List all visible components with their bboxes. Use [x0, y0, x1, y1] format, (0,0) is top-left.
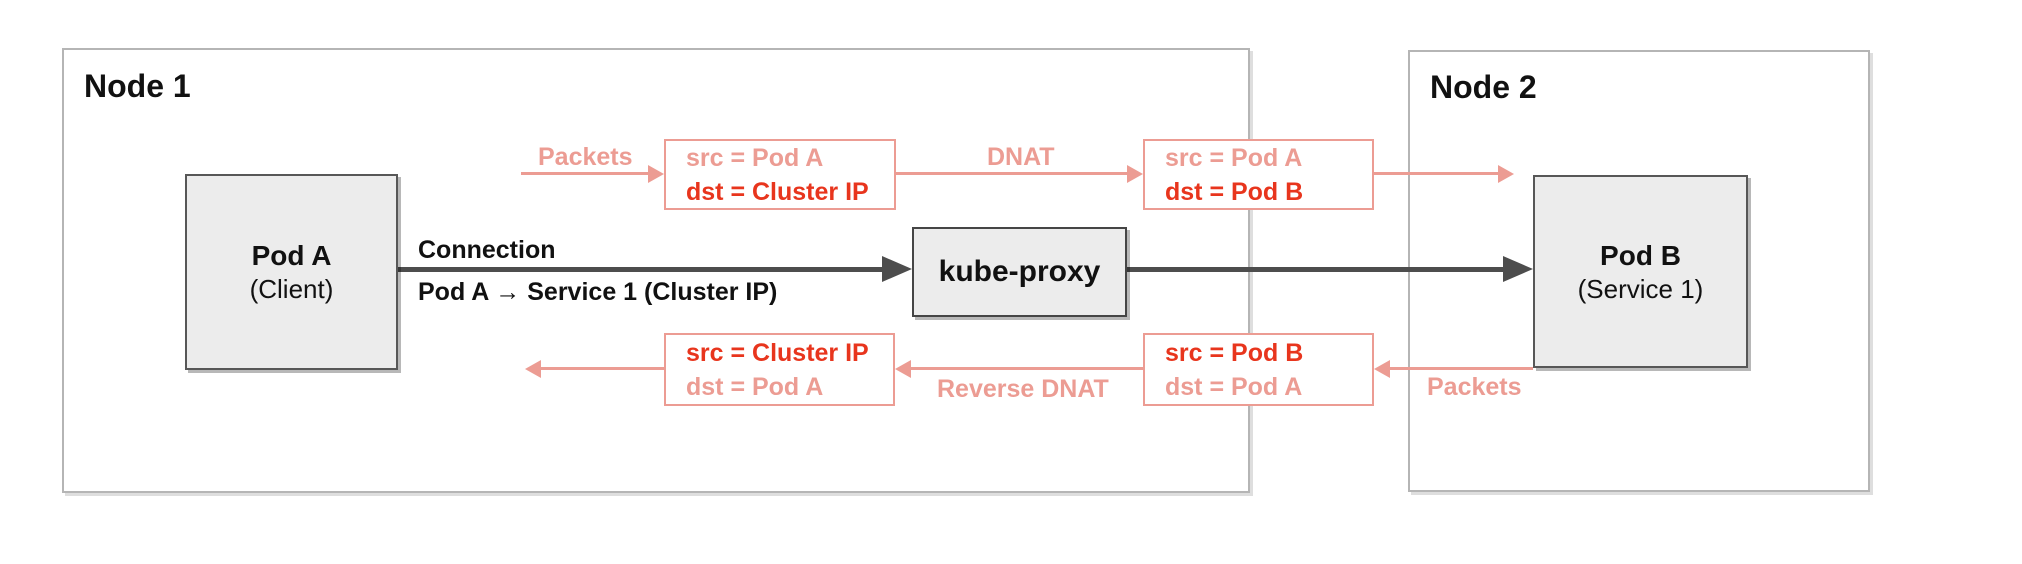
packet-arrowhead-icon — [1127, 165, 1143, 183]
connection-line-kube-proxy-to-pod-b — [1127, 267, 1505, 272]
nat-box-4: src = Cluster IP dst = Pod A — [664, 333, 895, 406]
kube-proxy-label: kube-proxy — [938, 255, 1101, 288]
pod-b-title: Pod B — [1600, 239, 1681, 271]
reverse-dnat-label: Reverse DNAT — [937, 375, 1109, 403]
packet-arrowhead-icon — [525, 360, 541, 378]
node2-label: Node 2 — [1430, 69, 1537, 105]
nat-box-2-dst: dst = Pod B — [1165, 177, 1304, 206]
return-packet-line-to-pod-a — [541, 367, 664, 370]
connection-line-pod-a-to-kube-proxy — [398, 267, 884, 272]
packet-arrowhead-icon — [648, 165, 664, 183]
packet-arrowhead-icon — [1498, 165, 1514, 183]
packet-arrowhead-icon — [895, 360, 911, 378]
nat-box-1-src: src = Pod A — [686, 143, 824, 172]
return-packet-line-from-pod-b — [1390, 367, 1533, 370]
nat-box-2-src: src = Pod A — [1165, 143, 1303, 172]
dnat-line — [896, 172, 1127, 175]
nat-box-3-dst: dst = Pod A — [1165, 372, 1303, 401]
packets-top-label: Packets — [538, 143, 633, 171]
kube-proxy-box: kube-proxy — [912, 227, 1127, 317]
pod-b-subtitle: (Service 1) — [1577, 273, 1704, 304]
connection-label: Connection — [418, 236, 556, 264]
nat-box-4-dst: dst = Pod A — [686, 372, 824, 401]
reverse-dnat-line — [911, 367, 1143, 370]
connection-detail-label: Pod A → Service 1 (Cluster IP) — [418, 278, 778, 306]
nat-box-4-src: src = Cluster IP — [686, 338, 869, 367]
connection-arrowhead-icon — [882, 256, 912, 282]
packet-line-to-pod-b — [1374, 172, 1500, 175]
node1-label: Node 1 — [84, 68, 191, 104]
pod-a-box: Pod A (Client) — [185, 174, 398, 370]
packet-line-to-nat-box-1 — [521, 172, 651, 175]
pod-b-box: Pod B (Service 1) — [1533, 175, 1748, 368]
nat-box-1: src = Pod A dst = Cluster IP — [664, 139, 896, 210]
nat-box-3-src: src = Pod B — [1165, 338, 1304, 367]
connection-arrowhead-icon — [1503, 256, 1533, 282]
pod-a-title: Pod A — [251, 240, 332, 271]
nat-box-1-dst: dst = Cluster IP — [686, 177, 869, 206]
packets-bottom-label: Packets — [1427, 373, 1522, 401]
nat-box-2: src = Pod A dst = Pod B — [1143, 139, 1374, 210]
pod-a-subtitle: (Client) — [249, 274, 334, 304]
nat-box-3: src = Pod B dst = Pod A — [1143, 333, 1374, 406]
dnat-label: DNAT — [987, 143, 1055, 171]
packet-arrowhead-icon — [1374, 360, 1390, 378]
